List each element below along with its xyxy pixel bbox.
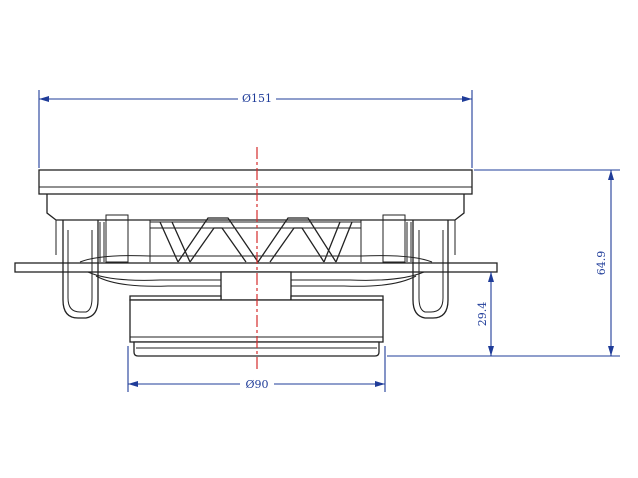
dimension-total-depth: 64.9 <box>387 169 620 357</box>
basket-rim <box>46 194 465 221</box>
dimension-outer-diameter: Ø151 <box>38 90 473 168</box>
magnet-diameter-label: Ø90 <box>245 378 268 391</box>
right-bracket <box>412 220 449 319</box>
mounting-plate <box>14 262 498 273</box>
speaker-outline <box>14 169 498 357</box>
top-flange <box>38 169 473 195</box>
outer-diameter-label: Ø151 <box>242 92 272 105</box>
dimension-magnet-diameter: Ø90 <box>127 346 386 392</box>
total-depth-label: 64.9 <box>595 251 608 276</box>
frame-struts <box>150 217 361 263</box>
magnet-bottom-plate <box>133 341 380 357</box>
mount-depth-label: 29.4 <box>476 302 489 327</box>
dimension-mount-depth: 29.4 <box>476 272 494 356</box>
left-bracket <box>62 220 99 319</box>
